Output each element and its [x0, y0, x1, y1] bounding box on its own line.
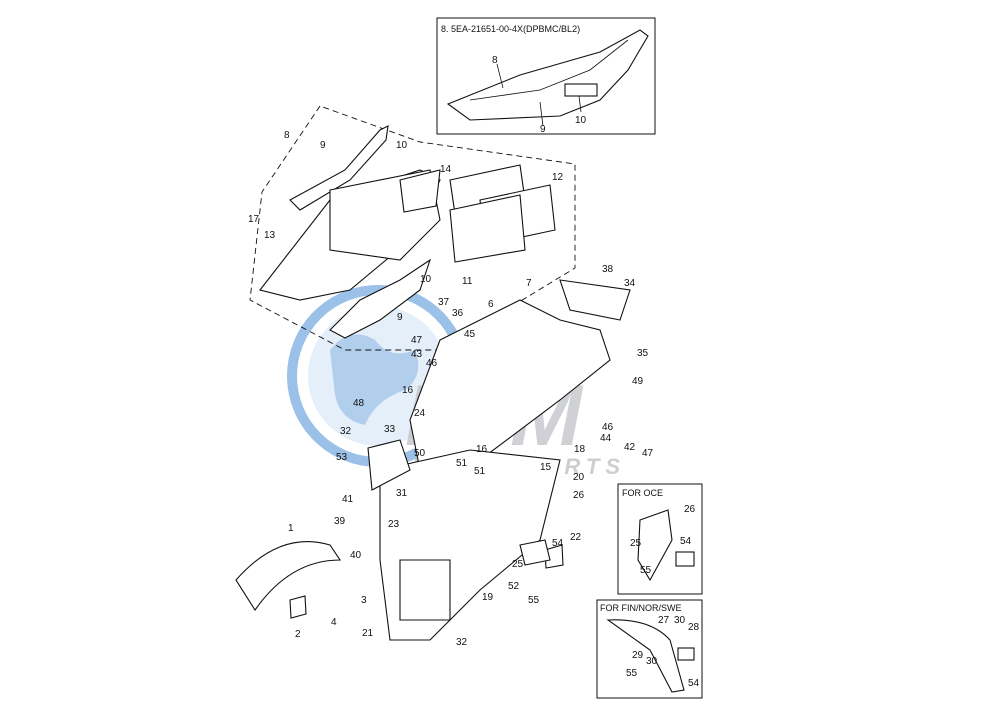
- inset-label: 28: [688, 622, 700, 633]
- callout-label: 16: [402, 385, 414, 396]
- callout-label: 53: [336, 452, 348, 463]
- callout-label: 43: [411, 349, 423, 360]
- inset-label: 29: [632, 650, 644, 661]
- inset-label: 27: [658, 615, 670, 626]
- inset-for-fin-nor-swe: FOR FIN/NOR/SWE 27 30 28 29 30 55 54: [596, 599, 703, 699]
- callout-label: 3: [361, 595, 367, 606]
- callout-label: 16: [476, 444, 488, 455]
- callout-label: 36: [452, 308, 464, 319]
- callout-label: 18: [574, 444, 586, 455]
- callout-label: 46: [426, 358, 438, 369]
- callout-label: 20: [573, 472, 585, 483]
- callout-label: 12: [552, 172, 564, 183]
- inset-label: 26: [684, 504, 696, 515]
- callout-label: 13: [264, 230, 276, 241]
- inset-seat-cover: 8. 5EA-21651-00-4X(DPBMC/BL2) 8 9 10: [436, 17, 656, 135]
- callout-label: 41: [342, 494, 354, 505]
- emblem-drawing: [564, 83, 598, 97]
- callout-label: 54: [552, 538, 564, 549]
- label-9: 9: [540, 124, 546, 135]
- callout-label: 31: [396, 488, 408, 499]
- inset-title: FOR FIN/NOR/SWE: [600, 603, 682, 613]
- inset-label: 30: [646, 656, 658, 667]
- callout-label: 42: [624, 442, 636, 453]
- inset-label: 54: [688, 678, 700, 689]
- callout-label: 47: [411, 335, 423, 346]
- callout-label: 21: [362, 628, 374, 639]
- callout-label: 2: [295, 629, 301, 640]
- callout-label: 11: [462, 276, 473, 287]
- callout-label: 17: [248, 214, 260, 225]
- callout-label: 26: [573, 490, 585, 501]
- label-8: 8: [492, 55, 498, 66]
- inset-title: FOR OCE: [622, 488, 663, 498]
- callout-label: 9: [397, 312, 403, 323]
- callout-label: 45: [464, 329, 476, 340]
- callout-label: 51: [474, 466, 486, 477]
- callout-label: 23: [388, 519, 400, 530]
- callout-label: 34: [624, 278, 636, 289]
- callout-label: 7: [526, 278, 532, 289]
- inset-label: 25: [630, 538, 642, 549]
- callout-label: 52: [508, 581, 520, 592]
- callout-label: 38: [602, 264, 614, 275]
- callout-label: 51: [456, 458, 468, 469]
- callouts: 8 9 10 14 12 17 13 10 11 7 38 34 37 36 6…: [248, 130, 654, 648]
- callout-label: 32: [340, 426, 352, 437]
- callout-label: 37: [438, 297, 450, 308]
- inset-label: 30: [674, 615, 686, 626]
- callout-label: 32: [456, 637, 468, 648]
- callout-label: 22: [570, 532, 582, 543]
- callout-label: 14: [440, 164, 452, 175]
- callout-label: 10: [396, 140, 408, 151]
- callout-label: 55: [528, 595, 540, 606]
- front-fender-drawing: [235, 541, 342, 611]
- callout-label: 1: [288, 523, 294, 534]
- callout-label: 39: [334, 516, 346, 527]
- callout-label: 9: [320, 140, 326, 151]
- seat-cowl-drawing: [446, 29, 649, 121]
- rear-frame-assembly: [235, 279, 631, 641]
- callout-label: 15: [540, 462, 552, 473]
- callout-label: 33: [384, 424, 396, 435]
- callout-label: 46: [602, 422, 614, 433]
- callout-label: 50: [414, 448, 426, 459]
- inset-label: 54: [680, 536, 692, 547]
- callout-label: 6: [488, 299, 494, 310]
- callout-label: 8: [284, 130, 290, 141]
- inset-label: 55: [626, 668, 638, 679]
- callout-label: 24: [414, 408, 426, 419]
- seat-cowl-assembly: [259, 125, 556, 339]
- inset-label: 55: [640, 565, 652, 576]
- callout-label: 44: [600, 433, 612, 444]
- callout-label: 40: [350, 550, 362, 561]
- callout-label: 25: [512, 559, 524, 570]
- inset-title: 8. 5EA-21651-00-4X(DPBMC/BL2): [441, 24, 580, 34]
- callout-label: 48: [353, 398, 365, 409]
- callout-label: 4: [331, 617, 337, 628]
- label-10: 10: [575, 115, 587, 126]
- callout-label: 19: [482, 592, 494, 603]
- callout-label: 10: [420, 274, 432, 285]
- callout-label: 49: [632, 376, 644, 387]
- callout-label: 35: [637, 348, 649, 359]
- callout-label: 47: [642, 448, 654, 459]
- inset-for-oce: FOR OCE 26 25 54 55: [617, 483, 703, 595]
